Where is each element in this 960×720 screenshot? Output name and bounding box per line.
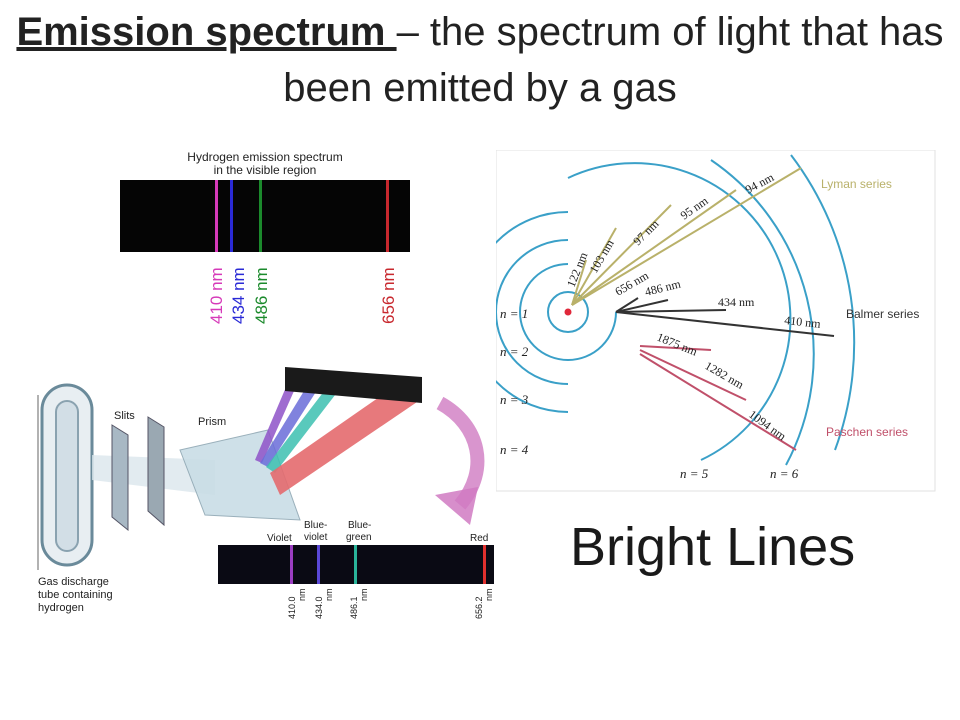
screen [285, 367, 422, 403]
label-486: 486 nm [252, 267, 271, 324]
slits-label: Slits [114, 410, 135, 422]
level-n5: n = 5 [680, 466, 709, 481]
slit-plate-2 [147, 416, 165, 527]
label-434: 434 nm [229, 267, 248, 324]
series-balmer: Balmer series [846, 307, 919, 321]
ray-violet [255, 373, 302, 463]
color-red: Red [470, 533, 488, 544]
orbit-n1 [547, 291, 589, 333]
bottom-unit-410: nm [297, 588, 307, 601]
paschen-1094 [639, 353, 797, 451]
orbit-n5 [567, 162, 792, 461]
arrow-head [435, 487, 478, 525]
bottom-label-434: 434.0 [314, 596, 324, 619]
color-blue-green-1: Blue- [348, 520, 371, 531]
lyman-97 [571, 204, 672, 306]
orbit-n2 [519, 263, 617, 362]
label-410: 410 nm [207, 267, 226, 324]
diagram-frame [496, 150, 936, 492]
tube-label-2: tube containing [38, 589, 113, 601]
spectrum-band [120, 180, 410, 252]
color-blue-violet-1: Blue- [304, 520, 327, 531]
lyman-122 [571, 259, 587, 306]
bottom-unit-486: nm [359, 588, 369, 601]
bottom-line-486 [354, 545, 357, 584]
label-656: 656 nm [379, 267, 398, 324]
level-n3: n = 3 [500, 392, 529, 407]
ray-red [270, 377, 420, 495]
paschen-1282 [639, 349, 747, 401]
prism-apparatus-figure: Slits Prism Gas discharge tube containin… [37, 367, 494, 619]
bottom-unit-434: nm [324, 588, 334, 601]
lyman-94 [571, 167, 802, 306]
nucleus [564, 308, 572, 316]
line-434 [230, 180, 233, 252]
balmer-label-410: 410 nm [784, 313, 822, 331]
orbit-n3 [496, 239, 569, 385]
series-paschen: Paschen series [826, 425, 908, 439]
lyman-95 [571, 189, 737, 306]
balmer-486 [615, 299, 669, 313]
slit-plate-1 [111, 424, 129, 532]
level-n6: n = 6 [770, 466, 799, 481]
bright-lines-caption: Bright Lines [570, 517, 856, 577]
bottom-label-486: 486.1 [349, 596, 359, 619]
spectrum-caption-line2: in the visible region [214, 163, 317, 177]
discharge-tube-inner [55, 400, 79, 552]
bottom-line-410 [290, 545, 293, 584]
color-blue-violet-2: violet [304, 532, 328, 543]
balmer-410 [615, 311, 835, 337]
balmer-434 [615, 309, 727, 313]
balmer-label-434: 434 nm [718, 295, 755, 309]
title-term: Emission spectrum [16, 10, 397, 54]
lyman-103 [571, 227, 617, 306]
line-656 [386, 180, 389, 252]
tube-label-3: hydrogen [38, 602, 84, 614]
tube-label-1: Gas discharge [38, 576, 109, 588]
bottom-line-656 [483, 545, 486, 584]
orbit-outer [790, 154, 856, 451]
level-n4: n = 4 [500, 442, 529, 457]
level-n2: n = 2 [500, 344, 529, 359]
bottom-label-410: 410.0 [287, 596, 297, 619]
line-410 [215, 180, 218, 252]
level-n1: n = 1 [500, 306, 528, 321]
spectrum-caption-line1: Hydrogen emission spectrum [187, 150, 342, 164]
orbit-n6 [710, 159, 815, 466]
bottom-line-434 [317, 545, 320, 584]
paschen-1875 [639, 345, 712, 351]
color-violet: Violet [267, 533, 292, 544]
hydrogen-spectrum-figure: Hydrogen emission spectrum in the visibl… [120, 150, 410, 324]
balmer-656 [615, 297, 639, 313]
prism-label: Prism [198, 416, 226, 428]
slide-title: Emission spectrum – the spectrum of ligh… [0, 4, 960, 116]
bottom-label-656: 656.2 [474, 596, 484, 619]
title-definition: – the spectrum of light that has been em… [283, 10, 944, 110]
line-486 [259, 180, 262, 252]
orbit-n4 [496, 211, 569, 413]
bottom-unit-656: nm [484, 588, 494, 601]
ray-blue-green [266, 373, 352, 473]
energy-level-diagram: 122 nm 103 nm 97 nm 95 nm 94 nm 656 nm 4… [496, 150, 936, 492]
color-blue-green-2: green [346, 532, 372, 543]
series-lyman: Lyman series [821, 177, 892, 191]
ray-blue-violet [260, 373, 328, 467]
